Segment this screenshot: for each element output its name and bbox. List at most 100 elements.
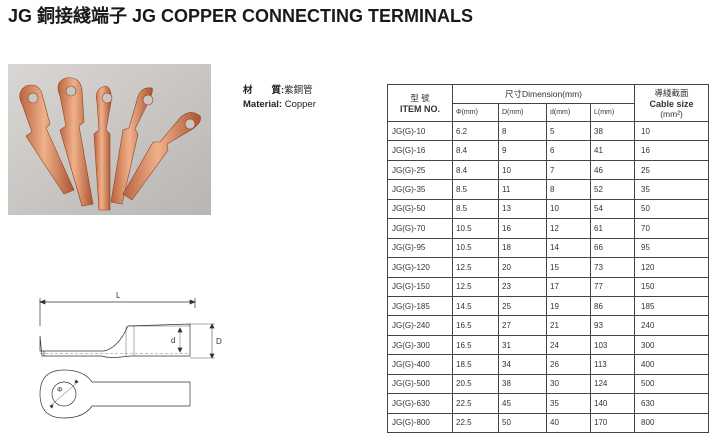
cell-phi: 22.5 (452, 412, 499, 434)
material-value-en: Copper (284, 99, 316, 110)
cell-L: 66 (589, 237, 636, 259)
cell-phi: 12.5 (452, 276, 499, 297)
header-item-en: ITEM NO. (400, 104, 440, 114)
cell-item: JG(G)-630 (387, 393, 453, 414)
dimension-L: L (39, 291, 196, 326)
material-value-cn: 紫銅管 (284, 85, 313, 96)
page-title: JG 銅接綫端子 JG COPPER CONNECTING TERMINALS (8, 6, 474, 26)
cell-item: JG(G)-95 (387, 237, 453, 259)
cell-d: 14 (546, 237, 591, 259)
cell-L: 73 (589, 257, 636, 278)
cell-d: 35 (546, 393, 591, 414)
cell-phi: 16.5 (452, 315, 499, 336)
cell-D: 16 (498, 218, 547, 239)
spec-table: 型 號 ITEM NO. 尺寸Dimension(mm) 導綫截面 Cable … (387, 84, 710, 434)
lug-2 (57, 77, 94, 207)
header-cable-cn: 導綫截面 (654, 88, 689, 98)
cell-L: 77 (589, 276, 636, 297)
cell-cable: 95 (634, 237, 710, 259)
cell-d: 10 (546, 198, 591, 220)
cell-D: 13 (498, 198, 547, 220)
header-L: L(mm) (589, 103, 636, 122)
cell-L: 93 (589, 315, 636, 336)
dim-D-label: D (216, 337, 222, 346)
header-cable-unit: (mm²) (660, 109, 683, 119)
cell-d: 7 (546, 159, 591, 181)
header-phi: Φ(mm) (452, 103, 499, 122)
cell-d: 8 (546, 179, 591, 200)
header-item-cn: 型 號 (410, 93, 430, 103)
cell-D: 9 (498, 140, 547, 161)
material-en: Material: Copper (243, 98, 316, 112)
cell-item: JG(G)-10 (387, 120, 453, 142)
cell-phi: 8.4 (452, 140, 499, 161)
cell-phi: 8.5 (452, 179, 499, 200)
cell-D: 8 (498, 120, 547, 142)
cell-item: JG(G)-500 (387, 373, 453, 395)
dim-L-label: L (116, 291, 121, 300)
cell-item: JG(G)-240 (387, 315, 453, 336)
cell-D: 27 (498, 315, 547, 336)
cell-cable: 16 (634, 140, 710, 161)
cell-L: 124 (589, 373, 636, 395)
header-d: d(mm) (546, 103, 591, 122)
cell-L: 170 (589, 412, 636, 434)
cell-cable: 70 (634, 218, 710, 239)
cell-L: 54 (589, 198, 636, 220)
cell-L: 103 (589, 334, 636, 356)
cell-phi: 6.2 (452, 120, 499, 142)
cell-phi: 10.5 (452, 237, 499, 259)
cell-L: 86 (589, 295, 636, 317)
cell-d: 15 (546, 257, 591, 278)
cell-L: 52 (589, 179, 636, 200)
cell-cable: 400 (634, 354, 710, 375)
cell-L: 61 (589, 218, 636, 239)
cell-d: 24 (546, 334, 591, 356)
cell-D: 23 (498, 276, 547, 297)
header-cable: 導綫截面 Cable size (mm²) (634, 84, 710, 122)
material-info: 材 質:紫銅管 Material: Copper (243, 84, 316, 112)
material-cn: 材 質:紫銅管 (243, 84, 316, 98)
side-view: d D (39, 323, 222, 359)
cell-item: JG(G)-400 (387, 354, 453, 375)
cell-L: 113 (589, 354, 636, 375)
header-D: D(mm) (498, 103, 547, 122)
top-view: Φ (39, 369, 191, 419)
cell-d: 12 (546, 218, 591, 239)
cell-d: 5 (546, 120, 591, 142)
material-label-en: Material: (243, 99, 283, 110)
cell-item: JG(G)-16 (387, 140, 453, 161)
cell-item: JG(G)-300 (387, 334, 453, 356)
cell-phi: 22.5 (452, 393, 499, 414)
cell-item: JG(G)-800 (387, 412, 453, 434)
cell-cable: 500 (634, 373, 710, 395)
cell-phi: 16.5 (452, 334, 499, 356)
cell-phi: 12.5 (452, 257, 499, 278)
cell-D: 18 (498, 237, 547, 259)
material-label-cn: 材 質: (243, 85, 285, 96)
cell-item: JG(G)-50 (387, 198, 453, 220)
lug-4 (110, 87, 154, 205)
cell-item: JG(G)-25 (387, 159, 453, 181)
technical-drawing: L d D Φ (39, 291, 222, 419)
dim-phi-label: Φ (57, 387, 63, 394)
cell-d: 30 (546, 373, 591, 395)
cell-D: 34 (498, 354, 547, 375)
header-dimension: 尺寸Dimension(mm) (451, 84, 636, 104)
cell-item: JG(G)-35 (387, 179, 453, 200)
cell-phi: 8.4 (452, 159, 499, 181)
lug-1 (19, 84, 75, 195)
cell-D: 11 (498, 179, 547, 200)
